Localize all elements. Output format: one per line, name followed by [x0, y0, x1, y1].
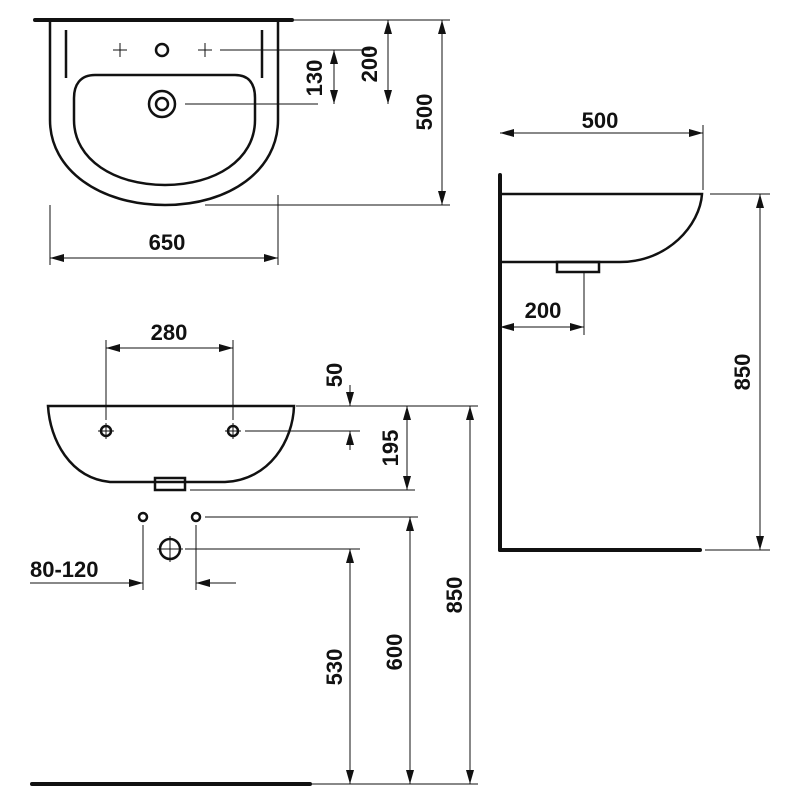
- side-view-basin: [502, 192, 704, 264]
- front-view-supply-right: [190, 511, 202, 523]
- top-view-bowl: [72, 73, 257, 187]
- top-overflow-label: 200: [357, 46, 382, 83]
- front-view-mounting-holes: [98, 423, 241, 439]
- side-drain-label: 200: [525, 298, 562, 323]
- top-depth-label: 500: [412, 94, 437, 131]
- top-view-drain: [147, 89, 177, 119]
- side-view: 500 200 850: [498, 108, 770, 552]
- side-projection-label: 500: [582, 108, 619, 133]
- front-height-530-label: 530: [322, 649, 347, 686]
- top-view-tap-deck: [64, 30, 264, 78]
- front-holes-label: 280: [151, 320, 188, 345]
- side-height-label: 850: [730, 354, 755, 391]
- top-view-basin-outline: [48, 22, 280, 207]
- front-view: 280 50 195 80-120 530: [30, 320, 478, 786]
- front-top-offset-label: 50: [322, 363, 347, 387]
- front-height-850-label: 850: [442, 577, 467, 614]
- side-view-drain: [555, 260, 601, 274]
- front-view-drain: [153, 476, 187, 492]
- top-view: 650 130 200 500: [33, 18, 450, 265]
- front-depth-label: 195: [378, 430, 403, 467]
- top-view-tap-holes: [113, 42, 212, 58]
- front-height-600-label: 600: [382, 634, 407, 671]
- front-view-supply-left: [137, 511, 149, 523]
- front-view-basin: [46, 404, 296, 484]
- top-tap-label: 130: [302, 60, 327, 97]
- top-width-label: 650: [149, 230, 186, 255]
- front-pipe-spacing-label: 80-120: [30, 557, 99, 582]
